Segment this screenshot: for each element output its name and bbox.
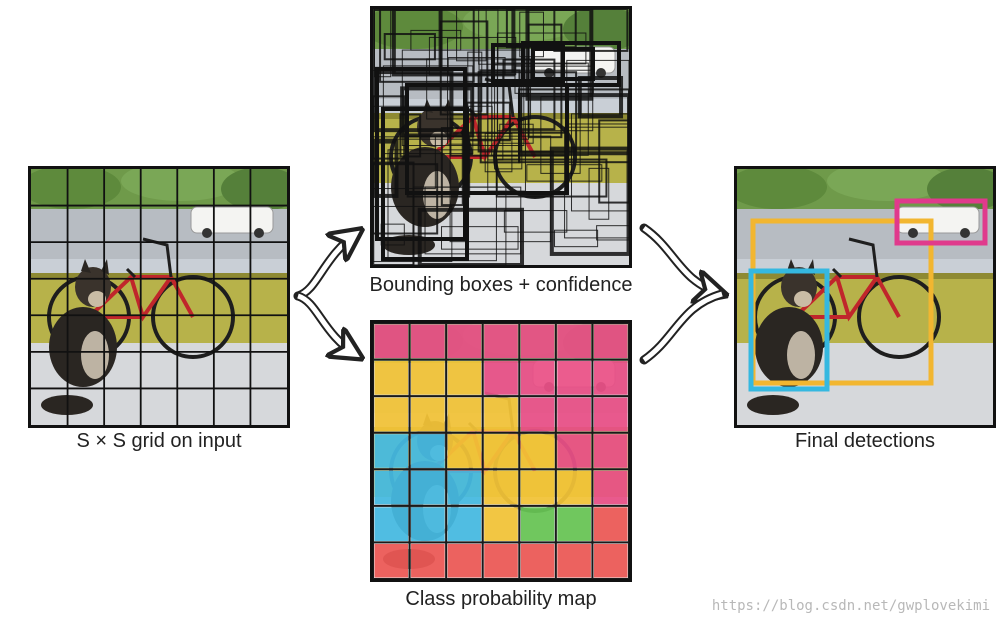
probability-cell-blue bbox=[411, 434, 445, 468]
caption-final: Final detections bbox=[794, 430, 936, 452]
probability-cell-pink bbox=[557, 397, 591, 432]
input-image-panel bbox=[28, 166, 290, 428]
candidate-box bbox=[467, 51, 483, 112]
arrow-to-probmap-icon bbox=[293, 291, 363, 361]
candidate-box bbox=[531, 47, 595, 81]
probability-cell-pink bbox=[593, 361, 628, 395]
probability-cell-red bbox=[593, 543, 628, 578]
candidate-box bbox=[424, 186, 522, 255]
probability-cell-pink bbox=[484, 324, 518, 359]
candidate-box bbox=[491, 43, 565, 83]
probability-cell-red bbox=[557, 543, 591, 578]
caption-boxes: Bounding boxes + confidence bbox=[369, 274, 633, 296]
probability-cell-blue bbox=[374, 507, 409, 541]
probability-cell-pink bbox=[557, 361, 591, 395]
probability-cell-yellow bbox=[520, 470, 555, 505]
candidate-box bbox=[596, 225, 629, 241]
probability-grid bbox=[373, 323, 629, 579]
probability-cell-pink bbox=[374, 324, 409, 359]
car-detection-box bbox=[894, 198, 988, 246]
candidate-box bbox=[521, 41, 621, 87]
probability-cell-yellow bbox=[447, 361, 482, 395]
probability-cell-pink bbox=[447, 324, 482, 359]
probability-cell-red bbox=[411, 543, 445, 578]
probability-cell-yellow bbox=[447, 397, 482, 432]
probability-cell-pink bbox=[593, 324, 628, 359]
probability-cell-blue bbox=[447, 470, 482, 505]
probability-cell-red bbox=[593, 507, 628, 541]
candidate-box bbox=[373, 95, 406, 160]
boxes-scene bbox=[373, 9, 629, 265]
probability-cell-red bbox=[447, 543, 482, 578]
probability-cell-yellow bbox=[484, 470, 518, 505]
probability-cell-pink bbox=[520, 397, 555, 432]
probability-cell-pink bbox=[593, 434, 628, 468]
probability-cell-yellow bbox=[520, 434, 555, 468]
probability-cell-yellow bbox=[484, 434, 518, 468]
probability-cell-yellow bbox=[557, 470, 591, 505]
probability-cell-red bbox=[520, 543, 555, 578]
input-scene bbox=[31, 169, 287, 425]
probability-cell-blue bbox=[447, 507, 482, 541]
probability-cell-green bbox=[557, 507, 591, 541]
probability-cell-pink bbox=[484, 361, 518, 395]
probability-cell-yellow bbox=[484, 507, 518, 541]
probability-cell-yellow bbox=[374, 397, 409, 432]
probability-cell-blue bbox=[374, 434, 409, 468]
probability-cell-pink bbox=[593, 470, 628, 505]
candidate-box bbox=[554, 229, 599, 248]
probability-cell-green bbox=[520, 507, 555, 541]
candidate-box bbox=[440, 127, 464, 207]
caption-input: S × S grid on input bbox=[76, 430, 242, 452]
candidate-box bbox=[503, 210, 568, 233]
probability-cell-blue bbox=[411, 470, 445, 505]
candidate-box bbox=[456, 9, 487, 62]
candidate-box bbox=[383, 33, 436, 61]
candidate-box bbox=[405, 83, 569, 195]
bounding-boxes-panel bbox=[370, 6, 632, 268]
candidate-box bbox=[381, 107, 469, 261]
probability-cell-pink bbox=[557, 324, 591, 359]
probability-cell-yellow bbox=[484, 397, 518, 432]
candidate-box bbox=[447, 57, 506, 76]
arrow-from-probmap-icon bbox=[639, 289, 727, 365]
candidate-box bbox=[479, 69, 521, 164]
probability-cell-yellow bbox=[374, 361, 409, 395]
candidate-box bbox=[499, 123, 534, 144]
watermark-url: https://blog.csdn.net/gwplovekimi bbox=[711, 598, 990, 614]
probability-cell-yellow bbox=[447, 434, 482, 468]
probability-cell-pink bbox=[520, 361, 555, 395]
probability-cell-pink bbox=[557, 434, 591, 468]
final-detections-panel bbox=[734, 166, 996, 428]
class-probability-map-panel bbox=[370, 320, 632, 582]
dog-detection-box bbox=[748, 268, 830, 392]
probability-cell-red bbox=[484, 543, 518, 578]
candidate-box bbox=[373, 70, 454, 133]
final-scene bbox=[737, 169, 993, 425]
sxs-grid bbox=[31, 169, 287, 425]
probability-cell-pink bbox=[520, 324, 555, 359]
probability-cell-red bbox=[374, 543, 409, 578]
candidate-box bbox=[426, 58, 532, 120]
probability-cell-pink bbox=[411, 324, 445, 359]
probability-cell-pink bbox=[593, 397, 628, 432]
probability-cell-blue bbox=[411, 507, 445, 541]
candidate-box bbox=[373, 205, 453, 263]
probability-cell-yellow bbox=[411, 361, 445, 395]
probability-cell-blue bbox=[374, 470, 409, 505]
probability-cell-yellow bbox=[411, 397, 445, 432]
caption-probmap: Class probability map bbox=[405, 588, 597, 610]
